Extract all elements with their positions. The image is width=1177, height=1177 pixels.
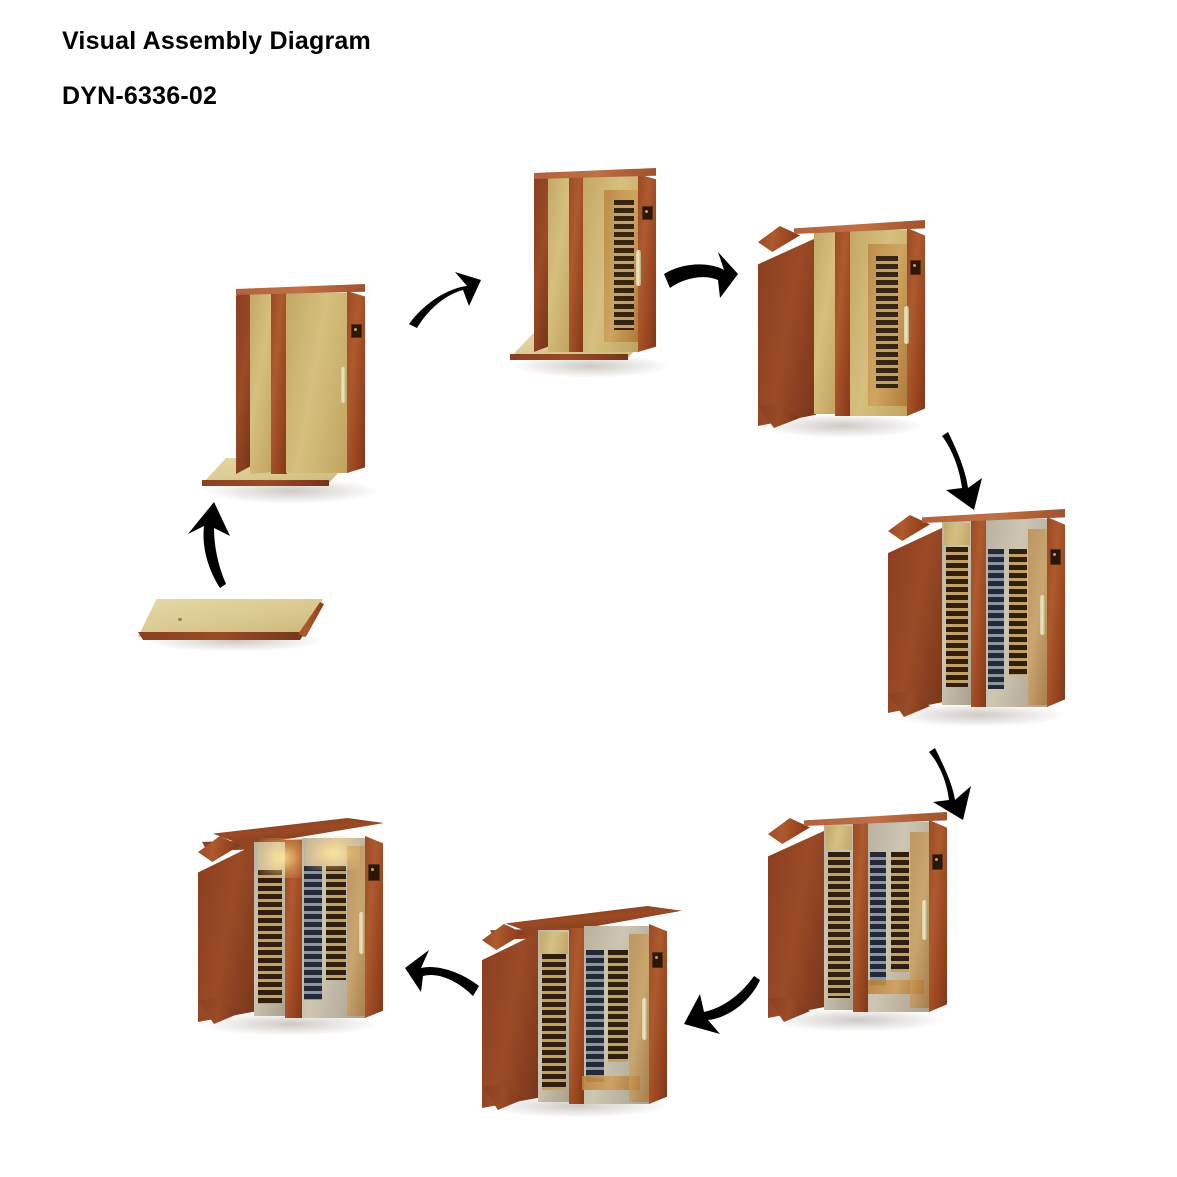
step-3-top-rail <box>534 168 656 179</box>
arrow-step7-to-step8 <box>403 938 483 1010</box>
step-2-right-jamb <box>347 291 365 473</box>
step-7-center-post <box>569 928 585 1104</box>
step-8-heater-panel-center <box>304 866 322 1000</box>
step-6-heater-panel-center <box>870 852 886 986</box>
arrow-step6-to-step7 <box>678 962 764 1042</box>
step-6-left-glass-highlight <box>826 826 852 850</box>
step-2-door-glass <box>286 293 348 473</box>
step-4-door-handle <box>904 306 909 344</box>
step-5-right-jamb <box>1047 517 1065 707</box>
document-header: Visual Assembly Diagram DYN-6336-02 <box>62 26 371 111</box>
step-4-left-wall <box>758 238 816 426</box>
step-7-right-jamb <box>649 924 667 1104</box>
step-4-control-indicator <box>913 264 916 267</box>
step-6-right-jamb <box>929 820 947 1012</box>
step-2-control-panel <box>351 324 362 338</box>
step-5-control-panel <box>1050 549 1061 565</box>
step-8-interior-back <box>347 846 367 1016</box>
step-6-heater-panel-right <box>891 852 909 972</box>
step-3-heater-panel <box>614 200 634 330</box>
step-2-floor-edge <box>202 480 329 486</box>
step-4-corner-chamfer <box>758 226 800 252</box>
step-4-heater-panel <box>876 256 898 388</box>
document-code: DYN-6336-02 <box>62 82 218 110</box>
step-3-left-post <box>534 172 548 352</box>
step-7-heater-panel-center <box>586 950 604 1082</box>
step-8-heater-panel-left <box>258 870 282 1004</box>
step-5-heater-panel-left <box>946 547 968 687</box>
floor-panel-bolt-hole <box>178 618 182 621</box>
step-5-center-post <box>971 519 987 707</box>
step-4-control-panel <box>910 260 921 275</box>
step-3-floor-edge <box>510 354 628 360</box>
step-6-interior-back <box>910 832 929 1008</box>
step-6-control-panel <box>932 854 943 870</box>
step-8-door-handle <box>359 912 364 954</box>
floor-panel-front-edge <box>138 632 305 640</box>
step-3-control-indicator <box>645 210 648 213</box>
step-3-side-glass <box>548 174 570 352</box>
step-8-left-wall <box>198 844 256 1022</box>
step-4-center-post <box>835 230 851 416</box>
step-6-heater-panel-left <box>828 852 850 998</box>
step-8-right-jamb <box>365 836 383 1018</box>
step-7-heater-panel-left <box>542 954 566 1090</box>
step-2-side-glass <box>250 290 272 474</box>
step-7-door-handle <box>642 998 647 1040</box>
step-8-completed-unit <box>198 812 386 1036</box>
page-title: Visual Assembly Diagram <box>62 27 371 55</box>
step-3-door-handle <box>636 250 641 286</box>
step-8-control-panel <box>368 864 380 881</box>
step-2-door-handle <box>341 367 346 403</box>
arrow-step4-to-step5 <box>936 428 998 514</box>
floor-panel-surface <box>138 599 323 637</box>
step-6-left-wall <box>768 830 826 1018</box>
step-2-center-post <box>271 291 287 474</box>
step-7-control-panel <box>652 952 663 968</box>
step-6-corner-chamfer <box>768 818 810 844</box>
step-3-center-post <box>569 175 584 352</box>
step-3-control-panel <box>642 206 653 220</box>
step-1-floor-panel <box>138 596 328 652</box>
step-7-control-indicator <box>655 956 658 959</box>
step-6-door-handle <box>922 900 927 940</box>
step-4-side-glass <box>814 232 836 414</box>
step-5-door-handle <box>1040 595 1045 635</box>
step-5-interior-back <box>1028 529 1047 705</box>
step-5-heater-panels <box>888 505 1070 727</box>
step-5-left-glass-highlight <box>944 523 970 545</box>
step-6-control-indicator <box>935 858 938 861</box>
step-2-top-rail <box>236 284 365 295</box>
step-7-bench <box>582 1076 640 1090</box>
step-3-right-side-wall <box>510 168 672 380</box>
step-7-roof-panel <box>482 898 682 1118</box>
arrow-step3-to-step4 <box>660 244 740 322</box>
step-5-left-wall <box>888 527 944 713</box>
step-7-left-glass-highlight <box>540 932 568 954</box>
step-4-right-jamb <box>907 228 925 416</box>
arrow-step2-to-step3 <box>405 250 483 338</box>
step-5-control-indicator <box>1053 553 1056 556</box>
step-8-center-post <box>285 840 303 1018</box>
arrow-step1-to-step2 <box>180 500 242 592</box>
step-7-interior-back <box>629 934 649 1102</box>
step-8-control-indicator <box>371 868 374 871</box>
step-2-control-indicator <box>354 328 357 331</box>
arrow-step5-to-step6 <box>925 742 985 824</box>
step-2-left-post <box>236 288 250 474</box>
step-4-left-side-wall <box>758 218 928 438</box>
step-7-left-wall <box>482 932 540 1108</box>
step-6-bench-seating <box>768 808 950 1032</box>
step-8-heater-panel-right <box>326 866 346 980</box>
step-2-front-wall-door <box>200 282 385 504</box>
step-6-center-post <box>853 822 869 1012</box>
step-7-heater-panel-right <box>608 950 628 1062</box>
step-5-heater-panel-right <box>1009 549 1027 675</box>
step-5-heater-panel-center <box>988 549 1004 689</box>
